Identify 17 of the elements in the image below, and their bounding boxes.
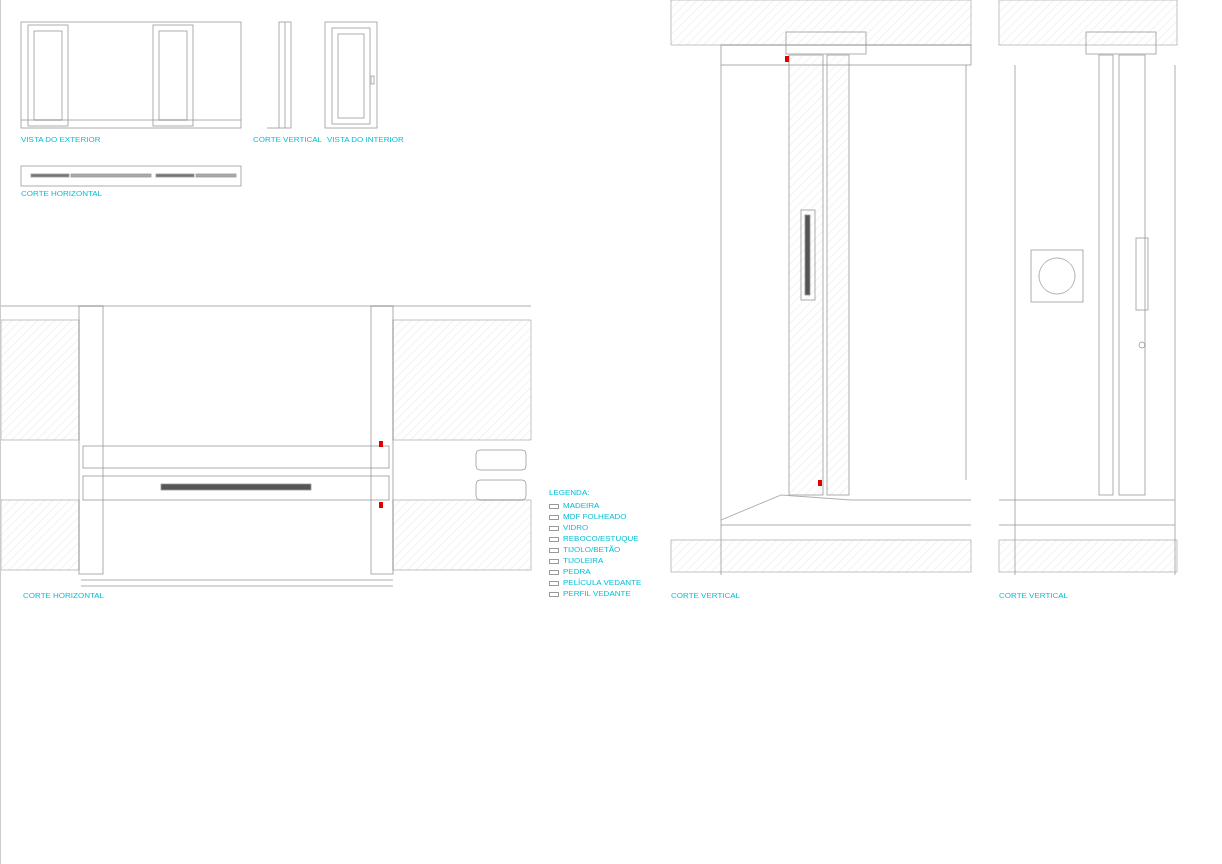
- legend-text: PERFIL VEDANTE: [563, 590, 631, 598]
- view-caption: LEGENDA:: [549, 489, 590, 497]
- view-caption: VISTA DO INTERIOR: [327, 136, 404, 144]
- legend-text: MDF FOLHEADO: [563, 513, 627, 521]
- legend-text: MADEIRA: [563, 502, 600, 510]
- legend-text: TIJOLO/BETÃO: [563, 546, 621, 554]
- legend-text: TIJOLEIRA: [563, 557, 604, 565]
- legend-text: PELÍCULA VEDANTE: [563, 579, 642, 587]
- view-caption: CORTE HORIZONTAL: [23, 592, 105, 600]
- legend-text: REBOCO/ESTUQUE: [563, 535, 639, 543]
- view-caption: CORTE HORIZONTAL: [21, 190, 103, 198]
- view-caption: CORTE VERTICAL: [999, 592, 1069, 600]
- view-caption: CORTE VERTICAL: [253, 136, 323, 144]
- legend-text: PEDRA: [563, 568, 591, 576]
- view-caption: VISTA DO EXTERIOR: [21, 136, 101, 144]
- legend-text: VIDRO: [563, 524, 589, 532]
- view-caption: CORTE VERTICAL: [671, 592, 741, 600]
